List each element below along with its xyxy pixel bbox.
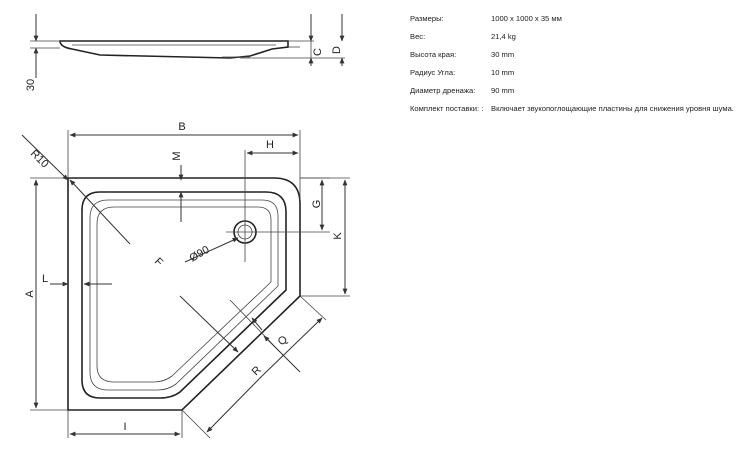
label-diameter-90: Ø90 xyxy=(188,244,212,265)
spec-label: Размеры: xyxy=(410,14,444,23)
spec-row-package: Комплект поставки: : Включает звукопогло… xyxy=(410,103,740,114)
label-h: H xyxy=(266,139,274,151)
spec-label: Комплект поставки: : xyxy=(410,104,484,113)
spec-row-drain-diameter: Диаметр дренажа: 90 mm xyxy=(410,85,740,96)
label-i: I xyxy=(123,421,126,433)
spec-value: 30 mm xyxy=(491,50,515,59)
label-height-30: 30 xyxy=(25,79,37,91)
label-g: G xyxy=(311,200,323,209)
label-b: B xyxy=(178,121,185,133)
side-profile-view: C D 30 xyxy=(25,14,345,91)
spec-label: Высота края: xyxy=(410,50,457,59)
label-d: D xyxy=(331,46,343,54)
label-a: A xyxy=(24,290,36,298)
spec-row-dimensions: Размеры: 1000 x 1000 x 35 мм xyxy=(410,13,740,24)
label-f: F xyxy=(152,256,165,269)
plan-view: R10 B M H G K Ø90 F A L Q R I xyxy=(21,121,350,439)
spec-label: Диаметр дренажа: xyxy=(410,86,476,95)
label-l: L xyxy=(42,273,48,285)
label-c: C xyxy=(312,48,324,56)
spec-row-rim-height: Высота края: 30 mm xyxy=(410,49,740,60)
spec-value: 90 mm xyxy=(491,86,515,95)
label-q: Q xyxy=(276,333,291,348)
spec-value: 10 mm xyxy=(491,68,515,77)
label-r10: R10 xyxy=(28,148,51,171)
spec-label: Радиус Угла: xyxy=(410,68,456,77)
spec-row-corner-radius: Радиус Угла: 10 mm xyxy=(410,67,740,78)
label-m: M xyxy=(171,151,183,160)
spec-value: 1000 x 1000 x 35 мм xyxy=(491,14,562,23)
specifications-list: Размеры: 1000 x 1000 x 35 мм Вес: 21,4 k… xyxy=(410,13,740,121)
label-k: K xyxy=(332,232,344,240)
spec-value: Включает звукопоглощающие пластины для с… xyxy=(491,104,734,113)
spec-value: 21,4 kg xyxy=(491,32,516,41)
spec-row-weight: Вес: 21,4 kg xyxy=(410,31,740,42)
spec-label: Вес: xyxy=(410,32,426,41)
